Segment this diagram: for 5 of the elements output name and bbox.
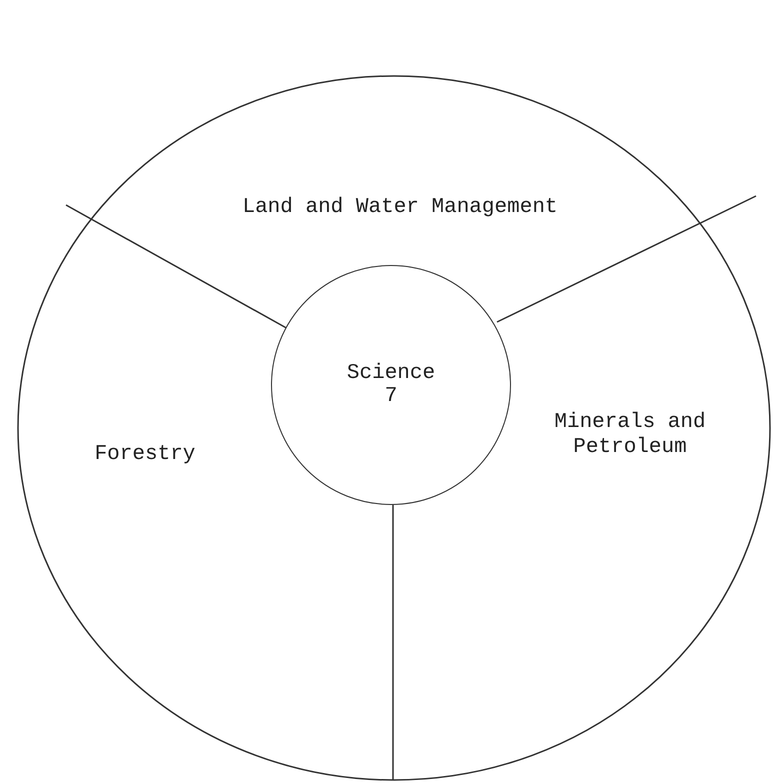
sector-label: Land and Water Management <box>150 195 650 220</box>
sector-label: Forestry <box>60 442 230 467</box>
circle-label: Science <box>346 362 436 385</box>
circle-number: 7 <box>384 385 398 408</box>
sector-label: Minerals and Petroleum <box>530 410 730 460</box>
